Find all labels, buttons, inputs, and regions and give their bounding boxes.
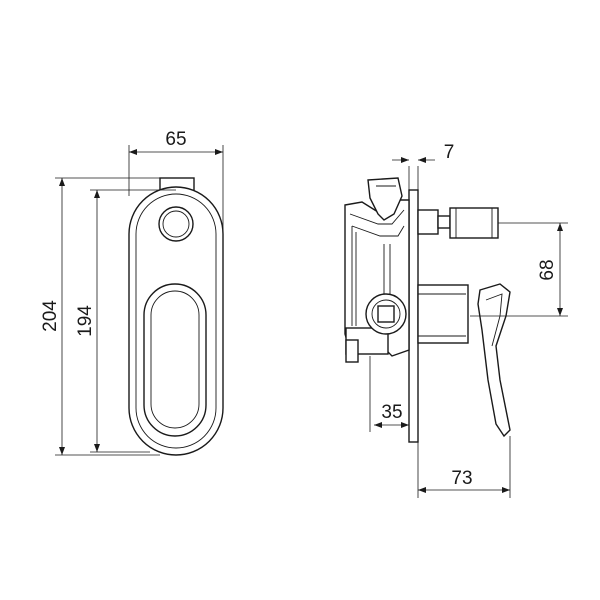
bottom-inlet-tail	[345, 339, 359, 363]
dim-label-body-depth: 35	[381, 402, 402, 423]
lever-handle-front-inner	[150, 290, 200, 429]
top-cartridge-cap	[367, 177, 403, 221]
dim-label-outlet-height: 68	[537, 259, 558, 280]
diverter-knob	[158, 206, 194, 242]
front-cover-plate-inner	[135, 193, 217, 449]
front-view: 65 204 194	[40, 129, 224, 456]
side-wall-plate	[408, 189, 419, 443]
outlet-stub-left	[417, 209, 439, 235]
dim-label-plate-height: 194	[75, 305, 96, 337]
dim-label-width: 65	[165, 129, 186, 150]
diverter-knob-inner	[162, 210, 190, 238]
lever-handle-front	[143, 283, 207, 437]
dim-label-handle-depth: 73	[451, 468, 472, 489]
dim-label-total-height: 204	[40, 300, 61, 332]
dim-label-plate-offset: 7	[444, 142, 455, 163]
side-view: 7 68 35 73	[344, 142, 568, 498]
lever-handle-side	[477, 283, 511, 438]
outlet-stub-nut	[449, 207, 499, 239]
side-handle-base	[417, 284, 469, 344]
outlet-stub-collar	[437, 215, 451, 229]
